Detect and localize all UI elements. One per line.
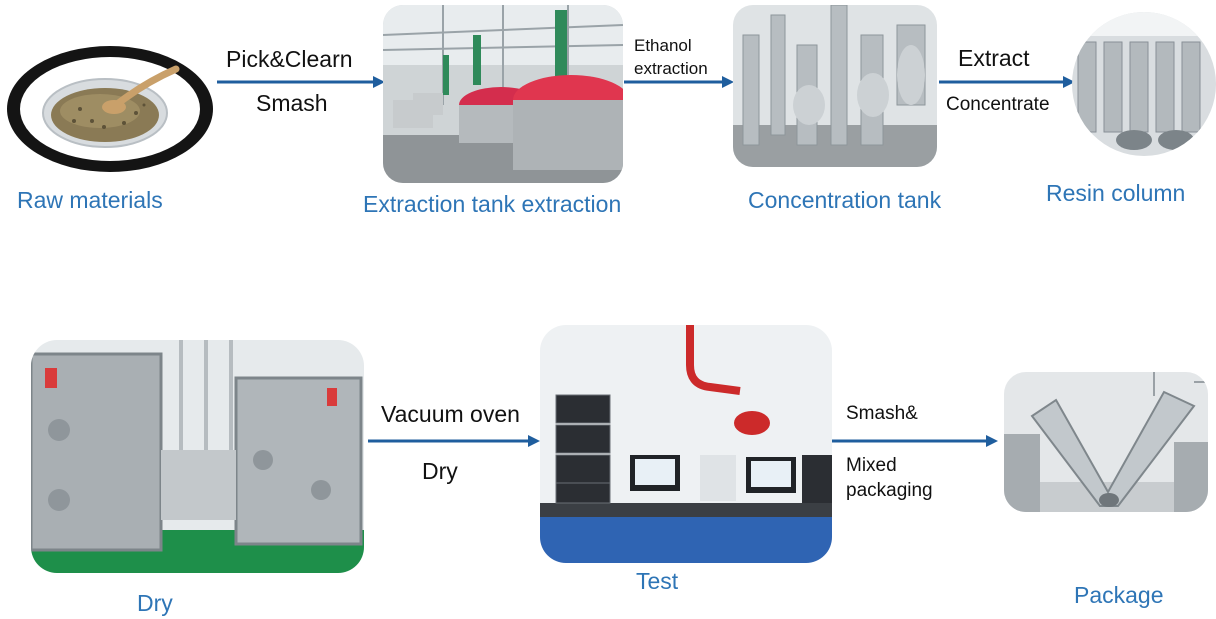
stage-extraction-tank: Extraction tank extraction [363, 191, 622, 217]
arrow-raw-to-extraction [217, 74, 385, 90]
arrow-test-to-package [832, 433, 998, 449]
stage-package: Package [1074, 582, 1164, 608]
stage-raw-materials: Raw materials [17, 187, 163, 213]
stage-concentration-tank: Concentration tank [748, 187, 942, 213]
stage-dry: Dry [137, 590, 173, 616]
test-lab-photo [540, 325, 832, 563]
stage-test: Test [636, 568, 679, 594]
step1-top-label: Pick&Clearn [226, 46, 353, 72]
raw-materials-photo [4, 43, 216, 175]
step4-bottom-label: Dry [422, 458, 458, 484]
arrow-extraction-to-concentration [624, 74, 734, 90]
package-mixer-photo [1004, 372, 1208, 512]
step4-top-label: Vacuum oven [381, 401, 520, 427]
extraction-tank-photo [383, 5, 623, 183]
step3-bottom-label: Concentrate [946, 94, 1050, 115]
stage-resin-column: Resin column [1046, 180, 1186, 206]
step1-bottom-label: Smash [256, 90, 328, 116]
arrow-concentration-to-resin [939, 74, 1075, 90]
dry-oven-photo [31, 340, 364, 573]
step2-top-label-line1: Ethanol [634, 36, 692, 55]
arrow-dry-to-test [368, 433, 540, 449]
step5-top-label: Smash& [846, 403, 918, 424]
concentration-tank-photo [733, 5, 937, 167]
step5-bottom-label-line1: Mixed [846, 455, 897, 476]
step2-top-label-line2: extraction [634, 59, 708, 78]
resin-column-photo [1072, 12, 1216, 156]
step3-top-label: Extract [958, 45, 1030, 71]
step5-bottom-label-line2: packaging [846, 480, 933, 501]
